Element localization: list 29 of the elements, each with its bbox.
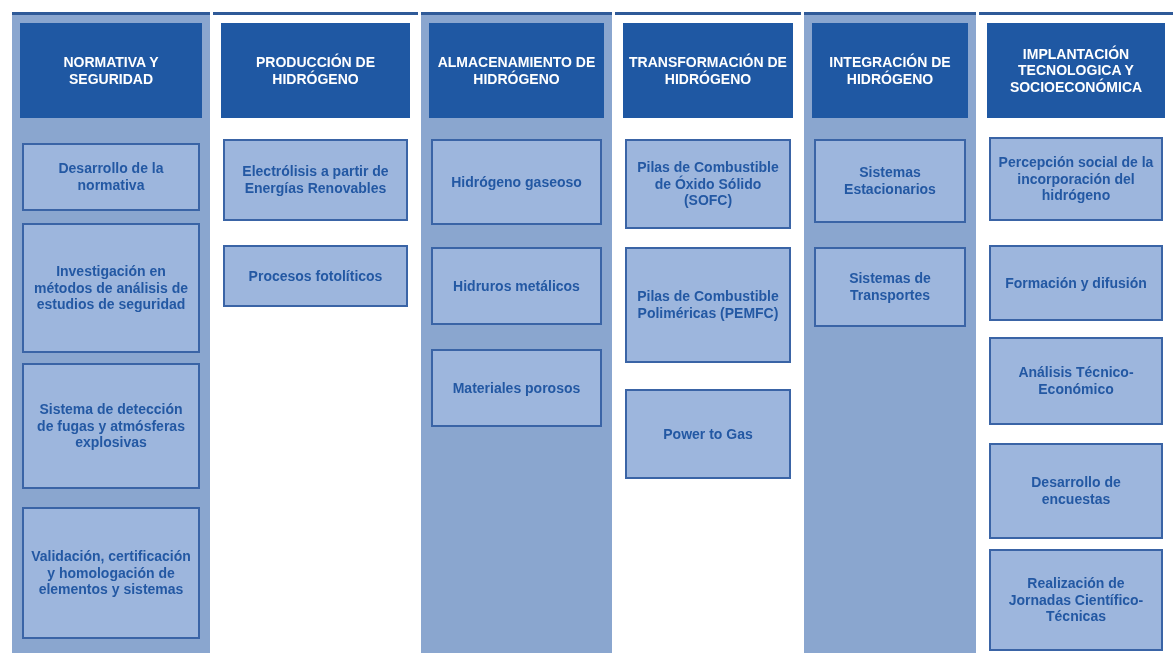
column-header: IMPLANTACIÓN TECNOLOGICA Y SOCIOECONÓMICA	[987, 23, 1165, 118]
topic-box: Electrólisis a partir de Energías Renovables	[223, 139, 408, 221]
topic-box: Procesos fotolíticos	[223, 245, 408, 307]
topic-box: Sistema de detección de fugas y atmósferas explosivas	[22, 363, 200, 489]
topic-box: Desarrollo de encuestas	[989, 443, 1163, 539]
column-band	[12, 12, 210, 653]
topic-box: Desarrollo de la normativa	[22, 143, 200, 211]
column-band	[804, 12, 976, 653]
column-header: NORMATIVA Y SEGURIDAD	[20, 23, 202, 118]
column-band	[979, 12, 1173, 653]
topic-box: Validación, certificación y homologación de elementos y sistemas	[22, 507, 200, 639]
topic-box: Sistemas de Transportes	[814, 247, 966, 327]
topic-box: Pilas de Combustible Poliméricas (PEMFC)	[625, 247, 791, 363]
topic-box: Materiales porosos	[431, 349, 602, 427]
topic-box: Hidrógeno gaseoso	[431, 139, 602, 225]
column-header: INTEGRACIÓN DE HIDRÓGENO	[812, 23, 968, 118]
topic-box: Pilas de Combustible de Óxido Sólido (SOFC)	[625, 139, 791, 229]
column-header: TRANSFORMACIÓN DE HIDRÓGENO	[623, 23, 793, 118]
column-header: ALMACENAMIENTO DE HIDRÓGENO	[429, 23, 604, 118]
topic-box: Hidruros metálicos	[431, 247, 602, 325]
topic-box: Percepción social de la incorporación del hidrógeno	[989, 137, 1163, 221]
column-header: PRODUCCIÓN DE HIDRÓGENO	[221, 23, 410, 118]
topic-box: Formación y difusión	[989, 245, 1163, 321]
topic-box: Análisis Técnico-Económico	[989, 337, 1163, 425]
topic-box: Power to Gas	[625, 389, 791, 479]
topic-box: Sistemas Estacionarios	[814, 139, 966, 223]
topic-box: Investigación en métodos de análisis de estudios de seguridad	[22, 223, 200, 353]
topic-box: Realización de Jornadas Científico-Técnicas	[989, 549, 1163, 651]
column-band	[421, 12, 612, 653]
